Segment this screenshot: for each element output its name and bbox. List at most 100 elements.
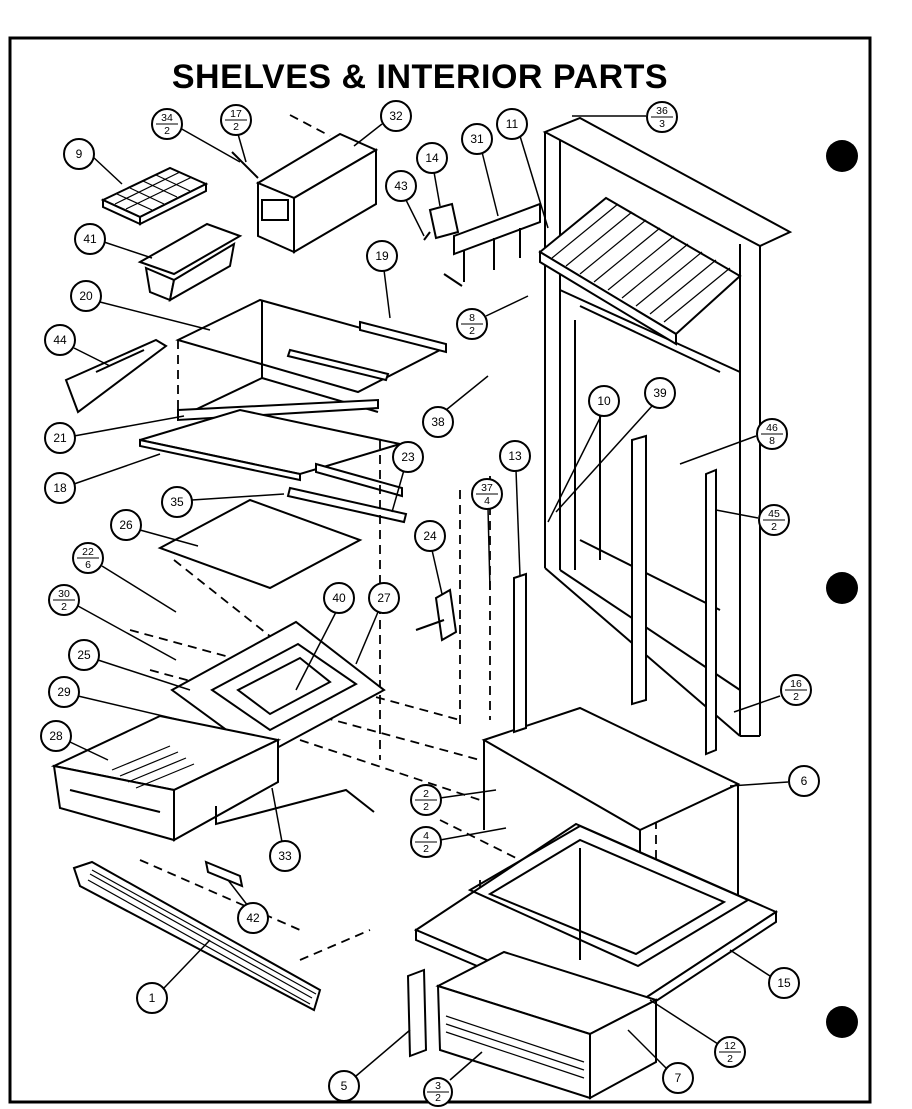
- callout-31: 31: [461, 123, 499, 217]
- svg-text:6: 6: [85, 559, 91, 571]
- callout-41: 41: [74, 223, 153, 259]
- part-drawer-rail: [204, 788, 375, 888]
- callout-24: 24: [414, 520, 446, 595]
- part-meat-drawer: [50, 714, 282, 842]
- svg-text:41: 41: [83, 232, 97, 246]
- callout-18: 18: [44, 453, 161, 504]
- svg-text:17: 17: [230, 108, 242, 120]
- callout-21: 21: [44, 415, 185, 454]
- callout-1: 1: [136, 939, 211, 1014]
- callout-36-3: 36 3: [572, 101, 678, 133]
- svg-text:25: 25: [77, 648, 91, 662]
- svg-text:37: 37: [481, 482, 493, 494]
- svg-text:7: 7: [675, 1071, 682, 1085]
- part-divider-post: [406, 968, 428, 1058]
- callout-17-2: 17 2: [220, 104, 252, 163]
- part-glass-shelf-upper: [139, 408, 401, 482]
- callout-23: 23: [391, 441, 424, 513]
- svg-text:11: 11: [506, 117, 519, 131]
- part-cabinet-liner: [542, 116, 793, 737]
- svg-text:4: 4: [423, 830, 429, 842]
- part-shelf-ladder: [513, 434, 717, 756]
- svg-text:2: 2: [423, 843, 429, 855]
- svg-text:2: 2: [164, 125, 170, 137]
- svg-text:20: 20: [79, 289, 93, 303]
- callout-14: 14: [416, 142, 448, 207]
- svg-text:36: 36: [656, 105, 668, 117]
- svg-text:23: 23: [401, 450, 415, 464]
- callout-20: 20: [70, 280, 211, 331]
- callout-45-2: 45 2: [715, 504, 790, 536]
- svg-text:18: 18: [53, 481, 67, 495]
- callout-46-8: 46 8: [679, 418, 788, 465]
- binder-hole: [826, 1006, 858, 1038]
- callout-2-2: 2 2: [410, 784, 497, 816]
- part-lower-drawer: [435, 950, 659, 1100]
- callout-28: 28: [40, 720, 109, 761]
- callout-12-2: 12 2: [649, 999, 746, 1068]
- svg-text:10: 10: [597, 394, 611, 408]
- callout-25: 25: [68, 639, 191, 691]
- part-slide-bracket: [415, 588, 458, 642]
- callout-30-2: 30 2: [48, 584, 177, 661]
- callout-6: 6: [729, 765, 820, 797]
- callout-9: 9: [63, 138, 123, 185]
- callout-43: 43: [385, 170, 425, 237]
- svg-text:2: 2: [469, 325, 475, 337]
- svg-text:27: 27: [377, 591, 391, 605]
- part-ice-tray: [100, 166, 209, 226]
- callout-7: 7: [627, 1029, 694, 1094]
- svg-text:45: 45: [768, 508, 780, 520]
- part-freezer-wire-shelf: [538, 196, 742, 346]
- svg-text:32: 32: [389, 109, 403, 123]
- svg-text:12: 12: [724, 1040, 736, 1052]
- binder-hole: [826, 140, 858, 172]
- svg-text:29: 29: [57, 685, 71, 699]
- callout-27: 27: [355, 582, 400, 665]
- callout-8-2: 8 2: [456, 295, 529, 340]
- svg-text:19: 19: [375, 249, 389, 263]
- callout-26: 26: [110, 509, 199, 547]
- part-shelf-frame-upper: [175, 298, 447, 422]
- callout-38: 38: [422, 375, 489, 438]
- callout-39: 39: [555, 377, 676, 513]
- svg-text:16: 16: [790, 678, 802, 690]
- part-evaporator-cover: [231, 114, 379, 254]
- callout-3-2: 3 2: [423, 1051, 483, 1107]
- part-toe-grille: [72, 860, 322, 1012]
- svg-text:13: 13: [508, 449, 522, 463]
- svg-text:30: 30: [58, 588, 70, 600]
- svg-text:2: 2: [727, 1053, 733, 1065]
- binder-hole: [826, 572, 858, 604]
- svg-text:8: 8: [469, 312, 475, 324]
- svg-text:2: 2: [435, 1092, 441, 1104]
- svg-text:2: 2: [233, 121, 239, 133]
- callout-33: 33: [269, 787, 301, 872]
- callout-22-6: 22 6: [72, 542, 177, 613]
- svg-text:26: 26: [119, 518, 133, 532]
- svg-text:14: 14: [425, 151, 439, 165]
- svg-text:43: 43: [394, 179, 408, 193]
- svg-text:2: 2: [793, 691, 799, 703]
- svg-text:38: 38: [431, 415, 445, 429]
- callout-37-4: 37 4: [471, 478, 503, 591]
- page-title: SHELVES & INTERIOR PARTS: [171, 58, 669, 96]
- part-light-cover-bracket: [423, 202, 541, 287]
- callout-19: 19: [366, 240, 398, 319]
- svg-text:42: 42: [246, 911, 260, 925]
- svg-text:44: 44: [53, 333, 67, 347]
- callout-11: 11: [496, 108, 549, 229]
- part-ice-bucket: [137, 222, 243, 302]
- svg-text:2: 2: [423, 788, 429, 800]
- svg-text:5: 5: [341, 1079, 348, 1093]
- svg-text:28: 28: [49, 729, 63, 743]
- svg-text:35: 35: [170, 495, 184, 509]
- svg-text:31: 31: [470, 132, 484, 146]
- svg-text:39: 39: [653, 386, 667, 400]
- svg-text:3: 3: [435, 1080, 441, 1092]
- part-dairy-bin: [64, 338, 168, 414]
- svg-text:1: 1: [149, 991, 156, 1005]
- callout-5: 5: [328, 1029, 411, 1102]
